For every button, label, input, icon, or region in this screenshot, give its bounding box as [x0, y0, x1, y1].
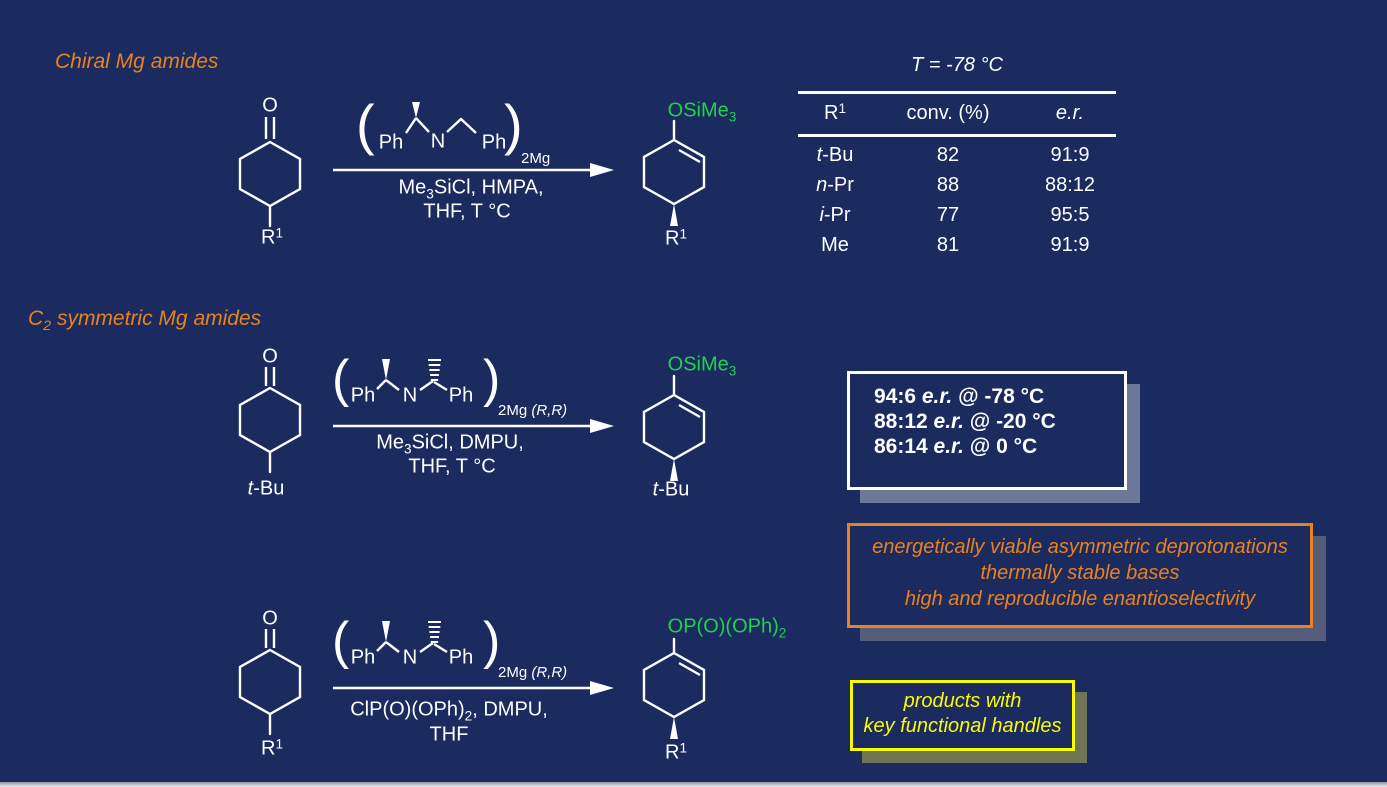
benefit-line: thermally stable bases: [980, 562, 1180, 584]
enol-phosphate-label: OP(O)(OPh)2: [667, 615, 787, 641]
open-paren: (: [356, 93, 375, 156]
scheme1-amide-structure: [405, 102, 477, 134]
scheme3-reaction-arrow: [333, 681, 614, 695]
enol-silane-label: OSiMe3: [667, 353, 737, 379]
phenyl-label: Ph: [481, 131, 507, 154]
cell-er: 91:9: [1050, 234, 1090, 256]
phenyl-label: Ph: [448, 384, 474, 407]
mg-amide-subscript: 2Mg (R,R): [498, 402, 568, 419]
header-er: e.r.: [1055, 102, 1085, 124]
er-line: 88:12 e.r. @ -20 °C: [874, 410, 1056, 433]
cell-r1: t-Bu: [816, 144, 854, 166]
hashed-wedge-methyl: [428, 621, 441, 643]
phenyl-label: Ph: [350, 646, 376, 669]
cell-er: 88:12: [1044, 174, 1096, 196]
products-line: products with: [903, 690, 1022, 712]
table-row: Me 81 91:9: [798, 230, 1116, 260]
cell-r1: i-Pr: [819, 204, 851, 226]
cell-conv: 81: [936, 234, 960, 256]
benefit-line: high and reproducible enantioselectivity: [904, 588, 1256, 610]
carbonyl-o-label: O: [262, 94, 278, 117]
results-table: T = -78 °C R1 conv. (%) e.r. t-Bu 82 91:…: [798, 52, 1116, 260]
products-line: key functional handles: [863, 715, 1062, 737]
scheme3-product-structure: [642, 637, 706, 739]
phenyl-label: Ph: [378, 131, 404, 154]
solid-wedge-methyl: [382, 621, 390, 642]
scheme1-ketone-structure: [238, 117, 302, 228]
tbu-substituent-label: t-Bu: [652, 478, 690, 501]
cell-er: 91:9: [1050, 144, 1090, 166]
cell-er: 95:5: [1050, 204, 1090, 226]
solid-wedge-bond: [670, 717, 678, 739]
scheme1-product-structure: [642, 119, 706, 226]
products-box: products with key functional handles: [850, 680, 1075, 751]
benefit-line: energetically viable asymmetric deproton…: [872, 536, 1288, 558]
cell-r1: n-Pr: [816, 174, 854, 196]
conditions-line1: ClP(O)(OPh)2, DMPU,: [350, 698, 548, 724]
header-conversion: conv. (%): [906, 102, 990, 124]
table-rule: [798, 91, 1116, 94]
scheme2-reaction-arrow: [333, 419, 614, 433]
section2-title: C2 symmetric Mg amides: [28, 307, 262, 334]
r1-substituent-label: R1: [664, 226, 688, 250]
table-rule: [798, 134, 1116, 137]
nitrogen-label: N: [402, 384, 418, 407]
close-paren: ): [504, 93, 523, 156]
hashed-wedge-methyl: [428, 359, 441, 381]
open-paren: (: [332, 612, 350, 670]
enol-silane-label: OSiMe3: [667, 99, 737, 125]
mg-amide-subscript: 2Mg (R,R): [498, 664, 568, 681]
carbonyl-o-label: O: [262, 607, 278, 630]
header-r1: R1: [823, 100, 846, 124]
conditions-line2: THF: [429, 723, 469, 746]
nitrogen-label: N: [430, 130, 446, 153]
scheme2-amide-structure: [376, 359, 448, 392]
conditions-line2: THF, T °C: [423, 200, 511, 223]
r1-substituent-label: R1: [664, 740, 688, 764]
conditions-line2: THF, T °C: [408, 455, 496, 478]
table-title: T = -78 °C: [911, 54, 1003, 76]
scheme3-ketone-structure: [238, 629, 302, 736]
r1-substituent-label: R1: [260, 736, 284, 760]
er-line: 94:6 e.r. @ -78 °C: [874, 385, 1045, 408]
tbu-substituent-label: t-Bu: [247, 477, 285, 500]
conditions-line1: Me3SiCl, DMPU,: [376, 431, 524, 457]
close-paren: ): [483, 612, 501, 670]
scheme1-reaction-arrow: [333, 163, 614, 177]
solid-wedge-bond: [670, 459, 678, 481]
table-row: i-Pr 77 95:5: [798, 200, 1116, 230]
benefits-box: energetically viable asymmetric deproton…: [847, 523, 1313, 628]
nitrogen-label: N: [402, 646, 418, 669]
table-body: t-Bu 82 91:9 n-Pr 88 88:12 i-Pr 77 95:5 …: [798, 137, 1116, 260]
cell-conv: 82: [936, 144, 960, 166]
section1-title: Chiral Mg amides: [55, 50, 219, 73]
er-results-box: 94:6 e.r. @ -78 °C 88:12 e.r. @ -20 °C 8…: [847, 371, 1127, 490]
cell-r1: Me: [821, 234, 849, 256]
carbonyl-o-label: O: [262, 345, 278, 368]
scheme2-product-structure: [642, 374, 706, 481]
table-row: t-Bu 82 91:9: [798, 140, 1116, 170]
scheme2-ketone-structure: [238, 367, 302, 474]
cell-conv: 77: [936, 204, 960, 226]
phenyl-label: Ph: [350, 384, 376, 407]
solid-wedge-bond: [670, 204, 678, 226]
er-line: 86:14 e.r. @ 0 °C: [874, 435, 1038, 458]
solid-wedge-methyl: [382, 359, 390, 380]
mg-amide-subscript: 2Mg: [521, 150, 551, 167]
cell-conv: 88: [936, 174, 960, 196]
phenyl-label: Ph: [448, 646, 474, 669]
solid-wedge-methyl: [412, 102, 420, 118]
close-paren: ): [483, 350, 501, 408]
table-header-row: R1 conv. (%) e.r.: [798, 94, 1116, 134]
slide-bottom-edge: [0, 782, 1387, 787]
table-row: n-Pr 88 88:12: [798, 170, 1116, 200]
conditions-line1: Me3SiCl, HMPA,: [398, 176, 544, 202]
r1-substituent-label: R1: [260, 225, 284, 249]
scheme3-amide-structure: [376, 621, 448, 654]
open-paren: (: [332, 350, 350, 408]
